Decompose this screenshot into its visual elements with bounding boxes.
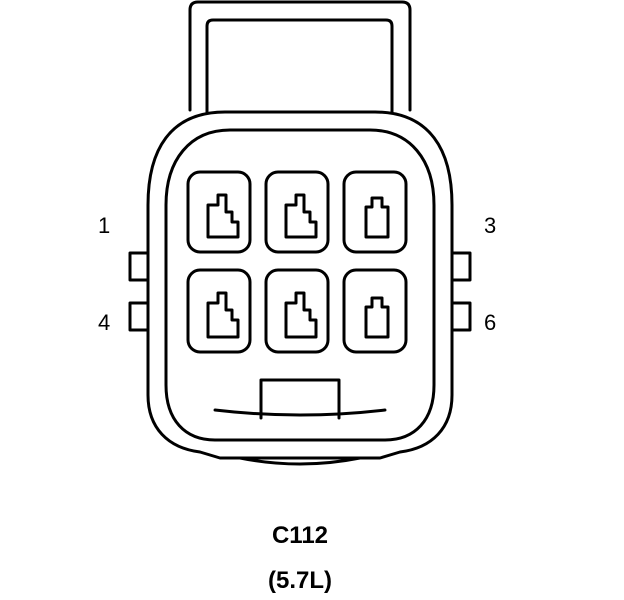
engine-variant-label: (5.7L)	[267, 567, 332, 594]
cavity-1	[186, 170, 252, 254]
cavity-4	[186, 268, 252, 354]
connector-bottom-lip	[238, 456, 362, 466]
connector-body-outer	[146, 110, 454, 460]
cavity-6	[342, 268, 408, 354]
side-rib-left	[128, 251, 150, 332]
pin-label-6: 6	[484, 310, 496, 335]
pin-label-4: 4	[98, 310, 110, 335]
connector-latch	[188, 0, 412, 114]
side-rib-right	[450, 251, 472, 332]
cavity-3	[342, 170, 408, 254]
pin-label-1: 1	[98, 213, 110, 238]
cavity-5	[264, 268, 330, 354]
polarizing-key	[213, 378, 387, 420]
connector-body-inner	[164, 128, 436, 442]
pin-label-3: 3	[484, 213, 496, 238]
connector-id-label: C112	[271, 522, 329, 549]
cavity-2	[264, 170, 330, 254]
